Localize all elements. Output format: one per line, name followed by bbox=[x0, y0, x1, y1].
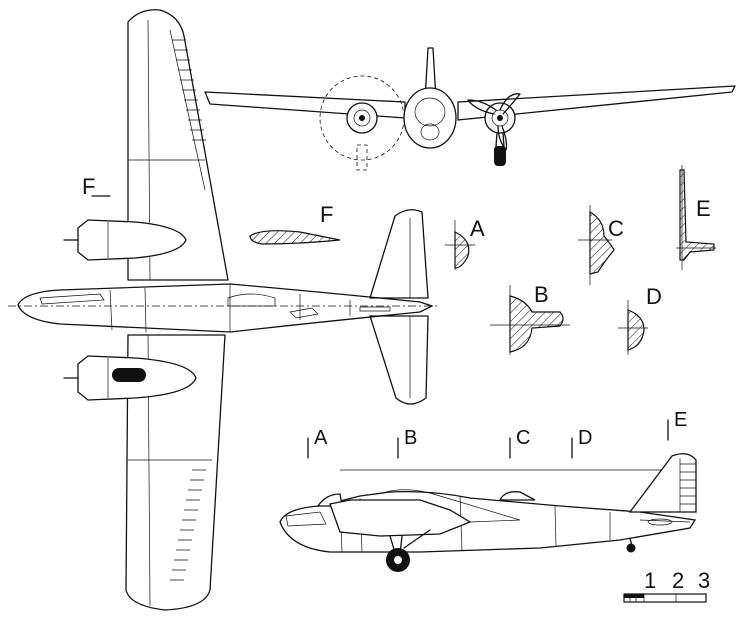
section-a-profile bbox=[445, 220, 475, 270]
section-f-airfoil bbox=[249, 230, 341, 245]
front-view bbox=[204, 47, 736, 171]
section-e-profile bbox=[676, 165, 716, 270]
station-c: C bbox=[516, 427, 530, 449]
plan-view-fuselage bbox=[17, 283, 434, 333]
section-b-label: B bbox=[534, 282, 549, 307]
section-f-label: F bbox=[320, 202, 333, 227]
plan-view-turret bbox=[227, 293, 276, 307]
section-e-label: E bbox=[696, 196, 711, 221]
side-view bbox=[279, 453, 697, 572]
front-view-fuselage bbox=[403, 87, 457, 149]
side-view-stabilizer bbox=[647, 518, 673, 526]
plan-view bbox=[8, 9, 440, 611]
plan-view-wheel-well bbox=[112, 368, 146, 382]
section-c-label: C bbox=[608, 216, 624, 241]
scale-mark-2: 2 bbox=[672, 568, 684, 593]
plan-view-lower-stabilizer bbox=[369, 315, 429, 405]
plan-view-lower-aileron bbox=[170, 469, 206, 581]
plan-view-upper-wing bbox=[127, 9, 229, 281]
section-d-label: D bbox=[646, 284, 662, 309]
side-view-tail-fin bbox=[628, 453, 697, 513]
side-view-nose-glazing bbox=[285, 511, 327, 527]
plan-view-upper-stabilizer bbox=[369, 209, 429, 299]
front-view-right-wing bbox=[457, 85, 736, 121]
front-view-wheel bbox=[494, 146, 506, 166]
front-view-propeller-disc bbox=[319, 75, 405, 161]
plan-view-upper-aileron bbox=[169, 29, 206, 191]
scale-mark-3: 3 bbox=[698, 568, 710, 593]
section-c-profile bbox=[578, 205, 615, 285]
section-b-profile bbox=[490, 285, 570, 355]
station-a: A bbox=[314, 427, 328, 449]
side-view-turret bbox=[498, 491, 536, 501]
station-d: D bbox=[578, 427, 592, 449]
station-markers: A B C D E bbox=[307, 409, 687, 459]
plan-view-cockpit bbox=[39, 293, 105, 305]
section-mark-f: F bbox=[82, 174, 95, 199]
scale-mark-1: 1 bbox=[644, 568, 656, 593]
station-b: B bbox=[404, 427, 417, 449]
section-d-profile bbox=[618, 300, 648, 355]
section-a-label: A bbox=[470, 216, 485, 241]
plan-view-upper-engine-nacelle bbox=[77, 219, 187, 261]
scale-bar: 1 2 3 bbox=[623, 568, 710, 603]
side-view-tail-wheel bbox=[626, 543, 636, 553]
station-e: E bbox=[674, 409, 687, 431]
plan-view-lower-wing bbox=[125, 334, 226, 611]
front-view-propeller-blade bbox=[499, 93, 521, 115]
